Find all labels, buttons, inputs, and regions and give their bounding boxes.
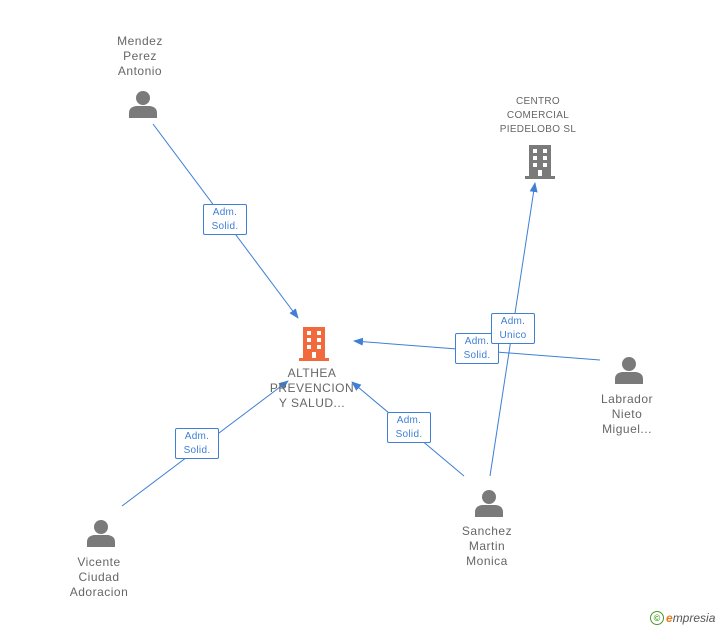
edge-label-sanchez-centro: Adm. Unico	[491, 313, 535, 344]
building-icon-main[interactable]	[299, 327, 329, 361]
company-node-althea[interactable]: ALTHEA PREVENCION Y SALUD...	[262, 366, 362, 411]
person-node-mendez[interactable]: Mendez Perez Antonio	[100, 34, 180, 79]
company-name-althea: ALTHEA PREVENCION Y SALUD...	[269, 366, 355, 410]
edge-label-labrador-althea: Adm. Solid.	[455, 333, 499, 364]
building-icon	[525, 145, 555, 179]
person-icon	[475, 490, 503, 517]
brand-logo: empresia	[666, 610, 716, 625]
empresia-branding: ©empresia	[650, 610, 728, 628]
person-icon	[615, 357, 643, 384]
edge-label-vicente-althea: Adm. Solid.	[175, 428, 219, 459]
person-node-vicente[interactable]: Vicente Ciudad Adoracion	[59, 555, 139, 600]
company-name-centro: CENTRO COMERCIAL PIEDELOBO SL	[499, 96, 577, 135]
company-node-centro[interactable]: CENTRO COMERCIAL PIEDELOBO SL	[488, 95, 588, 137]
edge-label-mendez-althea: Adm. Solid.	[203, 204, 247, 235]
person-name-sanchez: Sanchez Martin Monica	[461, 524, 513, 568]
person-icon	[87, 520, 115, 547]
person-node-sanchez[interactable]: Sanchez Martin Monica	[447, 524, 527, 569]
person-name-labrador: Labrador Nieto Miguel...	[600, 392, 654, 436]
person-name-mendez: Mendez Perez Antonio	[117, 34, 163, 78]
person-node-labrador[interactable]: Labrador Nieto Miguel...	[587, 392, 667, 437]
person-icon	[129, 91, 157, 118]
edge-label-sanchez-althea: Adm. Solid.	[387, 412, 431, 443]
person-name-vicente: Vicente Ciudad Adoracion	[69, 555, 129, 599]
copyright-icon: ©	[650, 610, 664, 625]
